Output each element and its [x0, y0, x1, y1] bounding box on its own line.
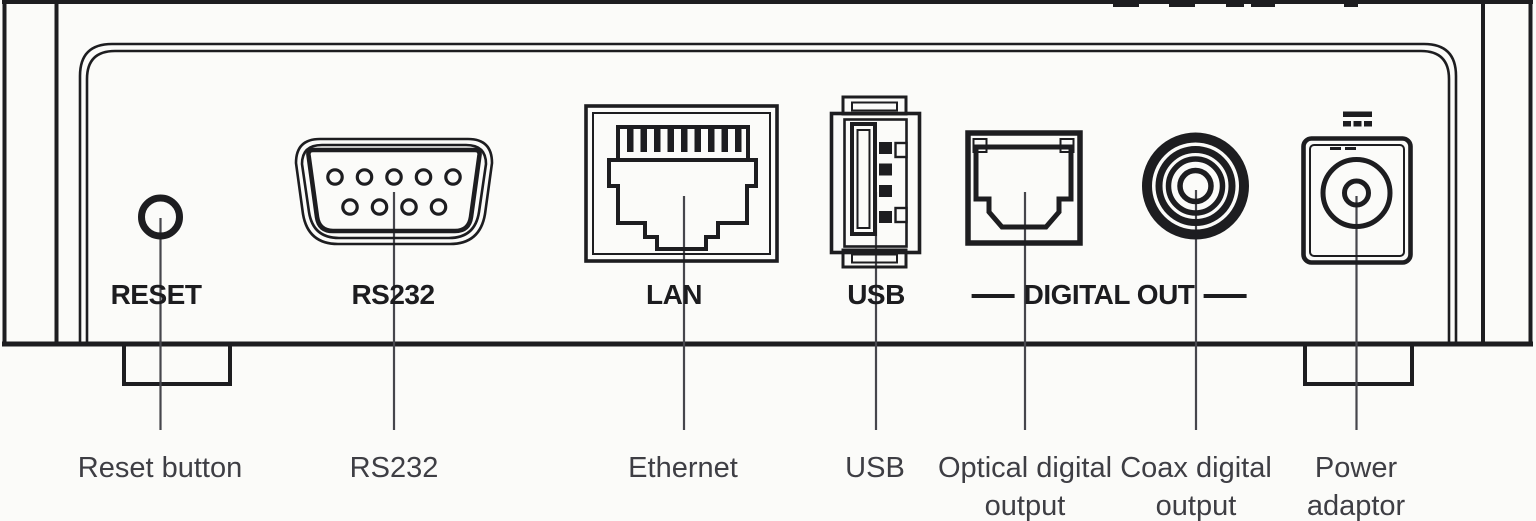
lan-port: [584, 104, 779, 263]
digital-out-text: DIGITAL OUT: [1023, 279, 1195, 310]
callout-line: USB: [845, 452, 905, 484]
callout-power-adaptor: Power adaptor: [1307, 449, 1405, 521]
optical-digital-out-port: [965, 130, 1083, 246]
callout-line: RS232: [349, 452, 439, 484]
panel-label-digital-out: DIGITAL OUT: [971, 279, 1247, 310]
panel-label-rs232: RS232: [351, 279, 435, 310]
lan-pins: [627, 129, 742, 152]
chassis-outline: [2, 0, 1533, 347]
callout-coax-digital-output: Coax digital output: [1120, 449, 1272, 521]
panel-label-reset: RESET: [110, 279, 202, 310]
callout-line: output: [1155, 490, 1237, 521]
power-adaptor-jack: [1301, 111, 1413, 265]
callout-optical-digital-output: Optical digital output: [938, 449, 1112, 521]
rs232-port: [294, 137, 494, 246]
back-panel-face: [78, 42, 1458, 344]
callout-line: Coax digital: [1120, 452, 1272, 484]
digital-out-right-dash: [1203, 294, 1247, 298]
callout-line: output: [984, 490, 1066, 521]
callout-reset-button: Reset button: [78, 449, 242, 487]
callout-ethernet: Ethernet: [628, 449, 738, 487]
callout-line: Optical digital: [937, 452, 1113, 484]
coax-digital-out-port: [1142, 132, 1249, 240]
usb-contacts: [879, 142, 892, 223]
panel-label-lan: LAN: [645, 279, 703, 310]
rs232-pin-holes: [326, 168, 462, 216]
callout-line: Reset button: [77, 452, 243, 484]
device-feet: [122, 342, 1414, 386]
reset-button-port: [138, 194, 183, 240]
callout-line: adaptor: [1306, 490, 1406, 521]
panel-label-usb: USB: [847, 279, 905, 310]
callout-rs232: RS232: [350, 449, 439, 487]
dc-power-icon: [1343, 111, 1372, 127]
callout-usb: USB: [845, 449, 905, 487]
digital-out-left-dash: [971, 294, 1015, 298]
usb-port: [829, 95, 922, 269]
callout-line: Ethernet: [628, 452, 738, 484]
callout-line: Power: [1314, 452, 1398, 484]
top-edge-tabs: [1113, 0, 1358, 7]
